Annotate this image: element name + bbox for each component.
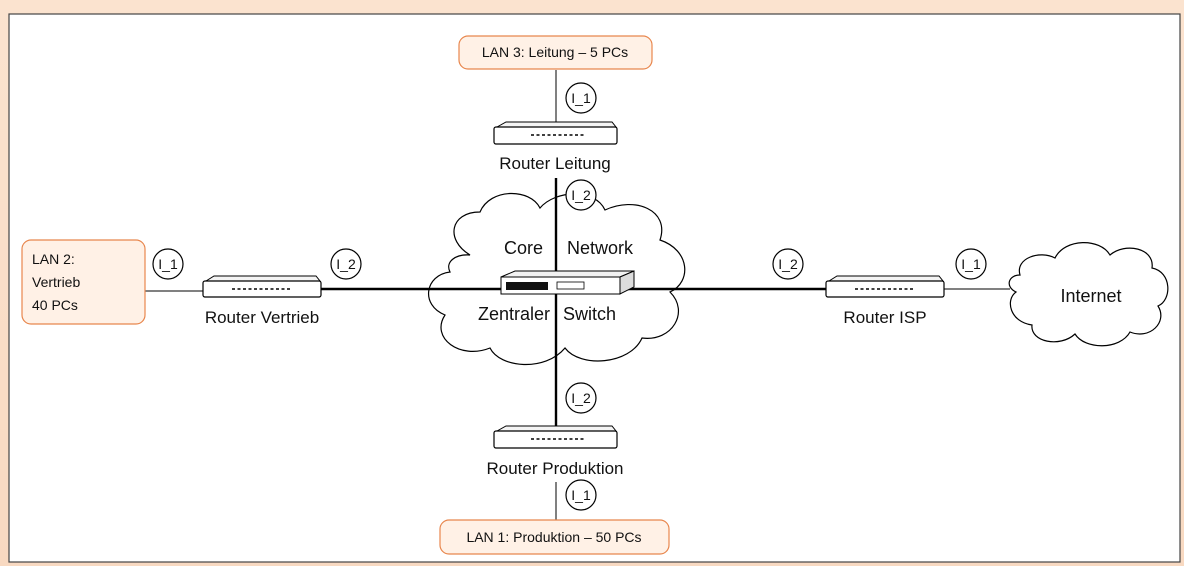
- router-produktion-icon: [493, 425, 618, 449]
- lan3-box: [458, 35, 653, 70]
- lan1-label: LAN 1: Produktion – 50 PCs: [466, 529, 641, 545]
- interface-circle: [565, 479, 597, 511]
- core-label-word4: Switch: [563, 304, 616, 324]
- internet-cloud: [1008, 242, 1169, 347]
- router-isp-label: Router ISP: [843, 308, 926, 327]
- interface-label-isp-internet: I_1: [961, 256, 981, 272]
- core-label-word1: Core: [504, 238, 543, 258]
- interface-circle: [152, 248, 184, 280]
- lan2-label-line2: Vertrieb: [32, 274, 80, 290]
- interface-label-leitung-core: I_2: [571, 187, 591, 203]
- interface-label-isp-core: I_2: [778, 256, 798, 272]
- core-label-word3: Zentraler: [478, 304, 550, 324]
- lan2-label-line1: LAN 2:: [32, 251, 75, 267]
- lan2-label-line3: 40 PCs: [32, 297, 78, 313]
- interface-circle: [565, 82, 597, 114]
- interface-label-produktion-core: I_2: [571, 390, 591, 406]
- central-switch: [500, 270, 635, 295]
- interface-circle: [565, 382, 597, 414]
- interface-label-produktion-lan: I_1: [571, 487, 591, 503]
- interface-label-vertrieb-core: I_2: [336, 256, 356, 272]
- lan1-box: [439, 519, 670, 555]
- interface-label-leitung-lan: I_1: [571, 90, 591, 106]
- interface-circle: [330, 248, 362, 280]
- router-vertrieb-icon: [202, 275, 322, 298]
- internet-label: Internet: [1060, 286, 1121, 306]
- router-produktion-label: Router Produktion: [486, 459, 623, 478]
- router-leitung-label: Router Leitung: [499, 154, 611, 173]
- lan3-label: LAN 3: Leitung – 5 PCs: [482, 44, 628, 60]
- router-vertrieb-label: Router Vertrieb: [205, 308, 319, 327]
- lan2-box: [21, 239, 146, 325]
- interface-label-vertrieb-lan: I_1: [158, 256, 178, 272]
- core-label-word2: Network: [567, 238, 634, 258]
- interface-circle: [772, 248, 804, 280]
- router-leitung-icon: [493, 121, 618, 145]
- interface-circle: [565, 179, 597, 211]
- interface-circle: [955, 248, 987, 280]
- router-isp-icon: [825, 275, 945, 298]
